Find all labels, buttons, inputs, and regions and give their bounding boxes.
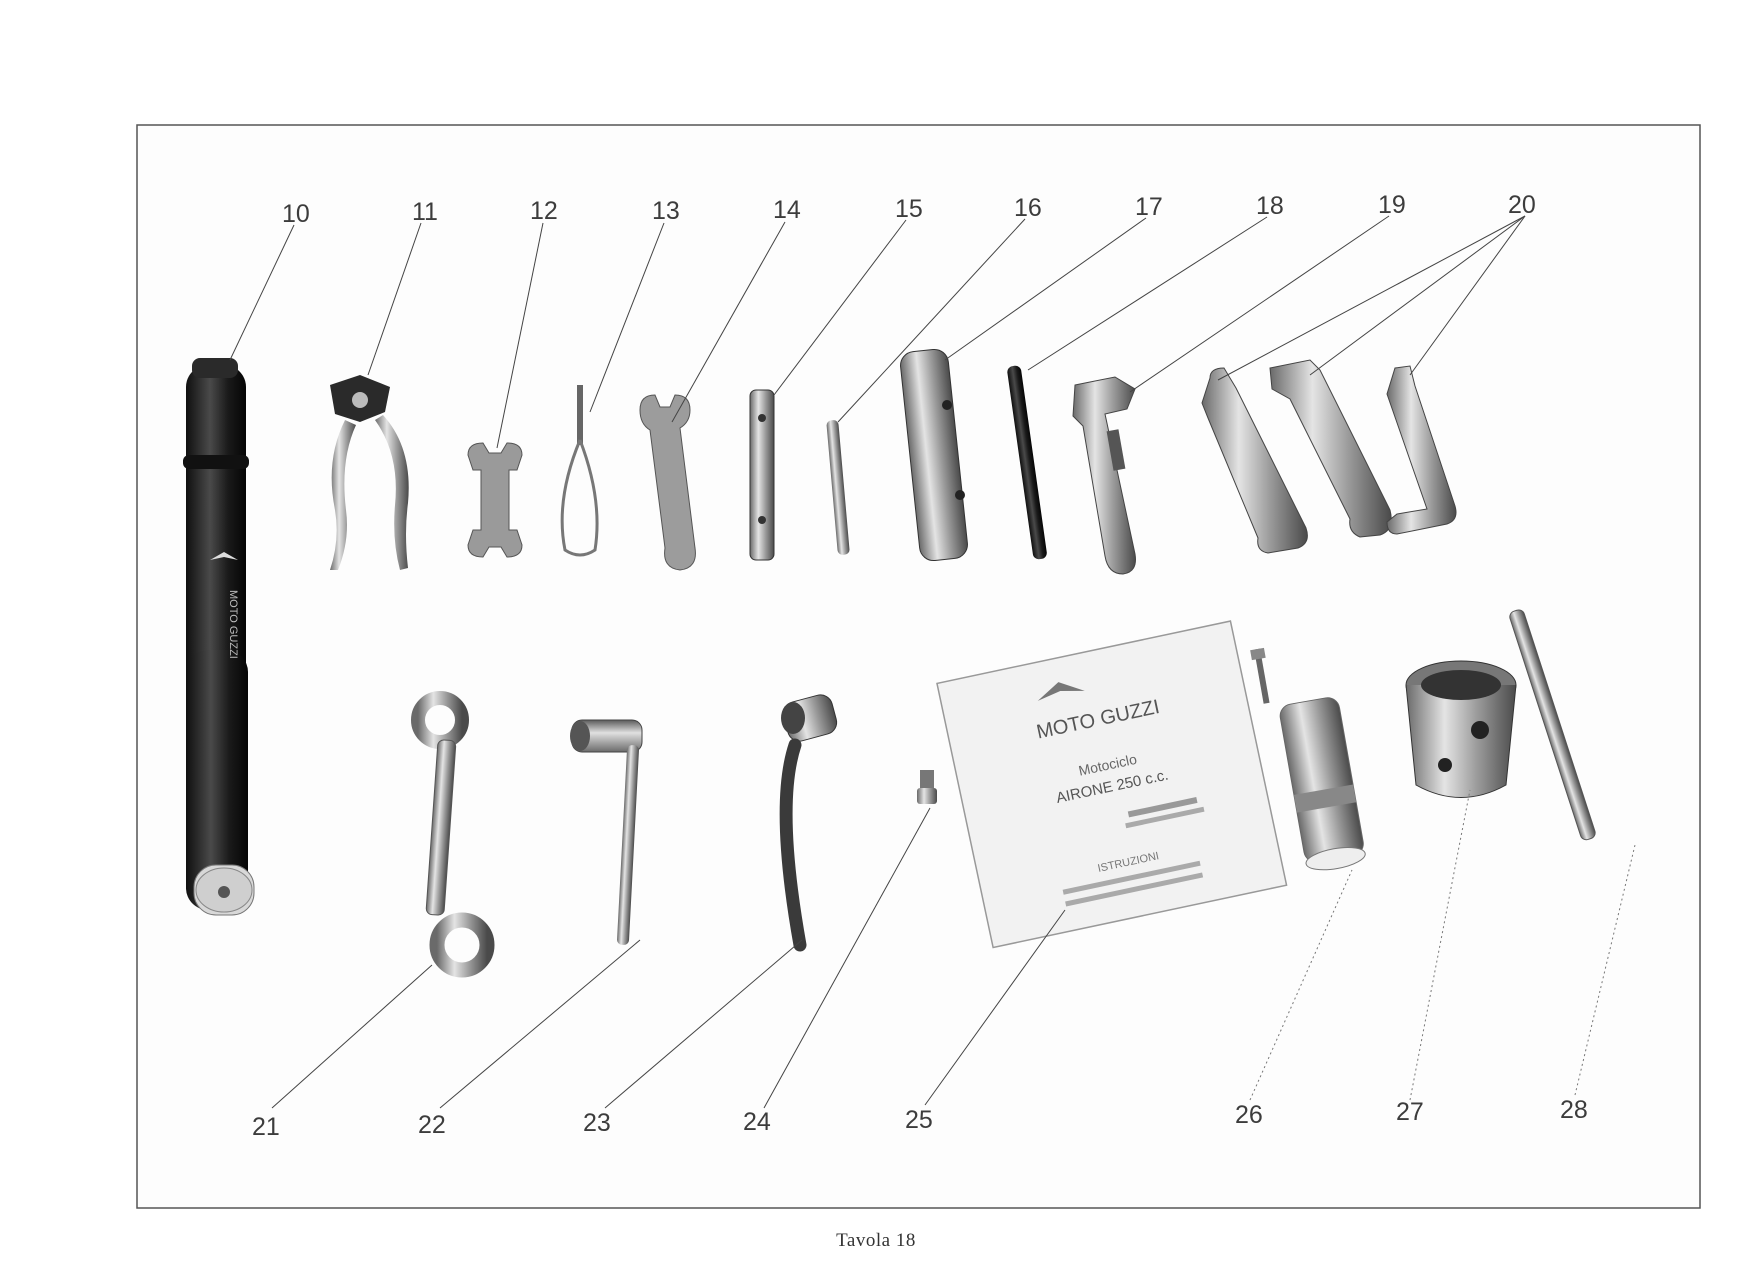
tube-box-spanner-large bbox=[900, 348, 968, 562]
instruction-manual: MOTO GUZZI Motociclo AIRONE 250 c.c. IST… bbox=[936, 620, 1288, 949]
callout-26: 26 bbox=[1235, 1101, 1263, 1129]
callout-27: 27 bbox=[1396, 1098, 1424, 1126]
callout-22: 22 bbox=[418, 1111, 446, 1139]
callout-28: 28 bbox=[1560, 1096, 1588, 1124]
callout-17: 17 bbox=[1135, 193, 1163, 221]
long-tommy-bar-tool bbox=[1509, 609, 1596, 841]
tommy-bar-tool bbox=[826, 420, 850, 555]
small-adaptor-part bbox=[917, 770, 937, 804]
tire-pump-tool: MOTO GUZZI bbox=[183, 358, 255, 916]
callout-21: 21 bbox=[252, 1113, 280, 1141]
tyre-levers-set bbox=[1201, 359, 1457, 554]
callout-18: 18 bbox=[1256, 192, 1284, 220]
pump-brand-text: MOTO GUZZI bbox=[227, 590, 239, 659]
pliers-tool bbox=[330, 375, 409, 570]
tube-box-spanner-small bbox=[749, 389, 775, 561]
open-spanner-tool bbox=[639, 394, 696, 571]
adjustable-wrench-tool bbox=[1072, 376, 1136, 575]
valve-key-tool bbox=[560, 385, 599, 557]
l-socket-key-tool bbox=[570, 719, 643, 945]
callout-14: 14 bbox=[773, 196, 801, 224]
callout-19: 19 bbox=[1378, 191, 1406, 219]
small-double-spanner-tool bbox=[467, 442, 523, 558]
callout-12: 12 bbox=[530, 197, 558, 225]
callout-25: 25 bbox=[905, 1106, 933, 1134]
spanner-bar-tool bbox=[1007, 365, 1047, 560]
callout-20: 20 bbox=[1508, 191, 1536, 219]
callout-24: 24 bbox=[743, 1108, 771, 1136]
callout-23: 23 bbox=[583, 1109, 611, 1137]
callout-numbers: 10 11 12 13 14 15 16 17 18 19 20 21 22 2… bbox=[252, 191, 1588, 1141]
callout-11: 11 bbox=[412, 198, 438, 226]
plate-caption: Tavola 18 bbox=[836, 1230, 916, 1251]
ring-spanner-tool bbox=[411, 691, 495, 978]
callout-16: 16 bbox=[1014, 194, 1042, 222]
callout-15: 15 bbox=[895, 195, 923, 223]
ring-nut-key-tool bbox=[1405, 660, 1517, 798]
cranked-socket-key-tool bbox=[779, 694, 838, 952]
callout-leader-lines bbox=[229, 215, 1636, 1109]
callout-10: 10 bbox=[282, 200, 310, 228]
callout-13: 13 bbox=[652, 197, 680, 225]
grease-gun-tool bbox=[1250, 647, 1366, 871]
